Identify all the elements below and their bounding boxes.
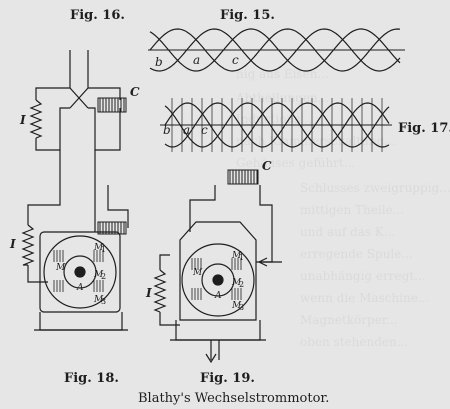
fig16-coil-I [29, 99, 43, 139]
fig19-coil-C-outline [227, 169, 259, 185]
fig15-wave-1 [149, 28, 401, 72]
fig17-gridlines [171, 98, 383, 152]
fig19-sub-1: 1 [239, 253, 244, 262]
fig19-coil-I [153, 269, 167, 313]
fig18-label-M4: M [93, 295, 104, 305]
fig19-poles [191, 258, 242, 300]
fig19-sub-3: 3 [239, 303, 244, 312]
fig18-shaft [74, 266, 86, 278]
fig19-coil-C [227, 169, 259, 185]
fig18-label: Fig. 18. [64, 371, 119, 386]
fig19-wire-top-left [189, 185, 216, 232]
fig18-label-A: A [76, 283, 84, 293]
fig19-label-C: C [262, 159, 272, 173]
fig15-waveforms [148, 28, 405, 72]
fig15-wave-3 [149, 28, 401, 72]
bleed-line-7: mittigen Theile... [300, 203, 404, 217]
fig19-label-M1: M [192, 268, 203, 278]
fig19-label: Fig. 19. [200, 371, 255, 386]
fig16-wire-left-bottom [35, 107, 70, 151]
fig19-label-M3: M [231, 278, 242, 288]
fig18-stator-ring [43, 235, 117, 309]
fig19-sub-2: 2 [239, 280, 244, 289]
fig15-label-b: b [155, 55, 163, 69]
fig19-stator-ring [181, 243, 255, 317]
bleed-line-8: und auf das K... [300, 225, 395, 239]
fig18-rotor [63, 255, 97, 289]
fig19-label-A: A [214, 291, 222, 301]
fig15-label-c: c [232, 53, 239, 67]
fig18-wire-right-2 [107, 185, 129, 228]
fig19-rotor [201, 263, 235, 297]
fig17-label-c: c [201, 123, 208, 137]
caption: Blathy's Wechselstrommotor. [138, 391, 329, 406]
fig17-label-a: a [183, 123, 190, 137]
fig19-label-M4: M [231, 301, 242, 311]
fig16-coil-C [97, 97, 127, 113]
fig17-waveforms [160, 98, 392, 152]
fig19-motor [159, 185, 273, 364]
fig16-label: Fig. 16. [70, 8, 125, 23]
bleed-line-1: nig aus Eisen... [236, 67, 329, 81]
fig15-label: Fig. 15. [220, 8, 275, 23]
fig19-stator-frame [179, 221, 257, 321]
fig19-wire-left-bottom [159, 312, 180, 326]
fig18-sub-3: 3 [101, 297, 106, 306]
fig18-motor [27, 185, 129, 331]
fig18-base [39, 312, 123, 331]
bleed-line-12: Magnetkörper... [300, 313, 398, 327]
fig15-label-a: a [193, 53, 200, 67]
fig17-label: Fig. 17. [398, 121, 450, 136]
fig19-shaft [212, 274, 224, 286]
bleed-line-10: unabhängig erregt... [300, 269, 426, 283]
fig16-label-C: C [130, 85, 140, 99]
fig19-base [175, 320, 261, 341]
fig18-label-M1: M [55, 263, 66, 273]
bleed-line-3: Inductions... [236, 112, 312, 126]
fig16-wire-right-top [88, 87, 121, 100]
bleed-line-5: Gehäuses geführt... [236, 156, 355, 170]
fig19-label-I: I [145, 286, 152, 300]
fig16-schematic [35, 50, 121, 185]
fig17-label-b: b [163, 123, 171, 137]
fig18-coil-C [97, 221, 127, 235]
fig19-wire-left-top [159, 254, 170, 270]
fig16-cross-2 [69, 87, 89, 109]
fig15-wave-2 [149, 28, 401, 72]
fig16-wire-left-top [35, 87, 70, 100]
fig18-wire-left-bottom [27, 265, 48, 283]
fig19-label-M2: M [231, 251, 242, 261]
fig19-wire-top-right [256, 185, 273, 263]
fig16-label-I: I [19, 113, 26, 127]
fig18-label-M2: M [93, 243, 104, 253]
fig18-label-M3: M [93, 270, 104, 280]
bleed-line-11: wenn die Maschine... [300, 291, 429, 305]
bleed-line-6: Schlusses zweigruppig... [300, 181, 450, 195]
fig18-stator-frame [39, 231, 121, 313]
fig18-wire-left [27, 185, 61, 225]
bleed-line-9: erregende Spule... [300, 247, 413, 261]
fig18-poles [53, 250, 104, 292]
bleed-line-13: oben stehenden... [300, 335, 408, 349]
fig18-coil-I [21, 224, 35, 266]
fig18-label-I: I [9, 237, 16, 251]
fig19-arrow [205, 353, 217, 364]
fig18-sub-1: 1 [101, 245, 106, 254]
fig16-wire-right-bottom [88, 107, 121, 151]
fig19-side-arrow [257, 257, 282, 267]
fig18-sub-2: 2 [101, 272, 106, 281]
